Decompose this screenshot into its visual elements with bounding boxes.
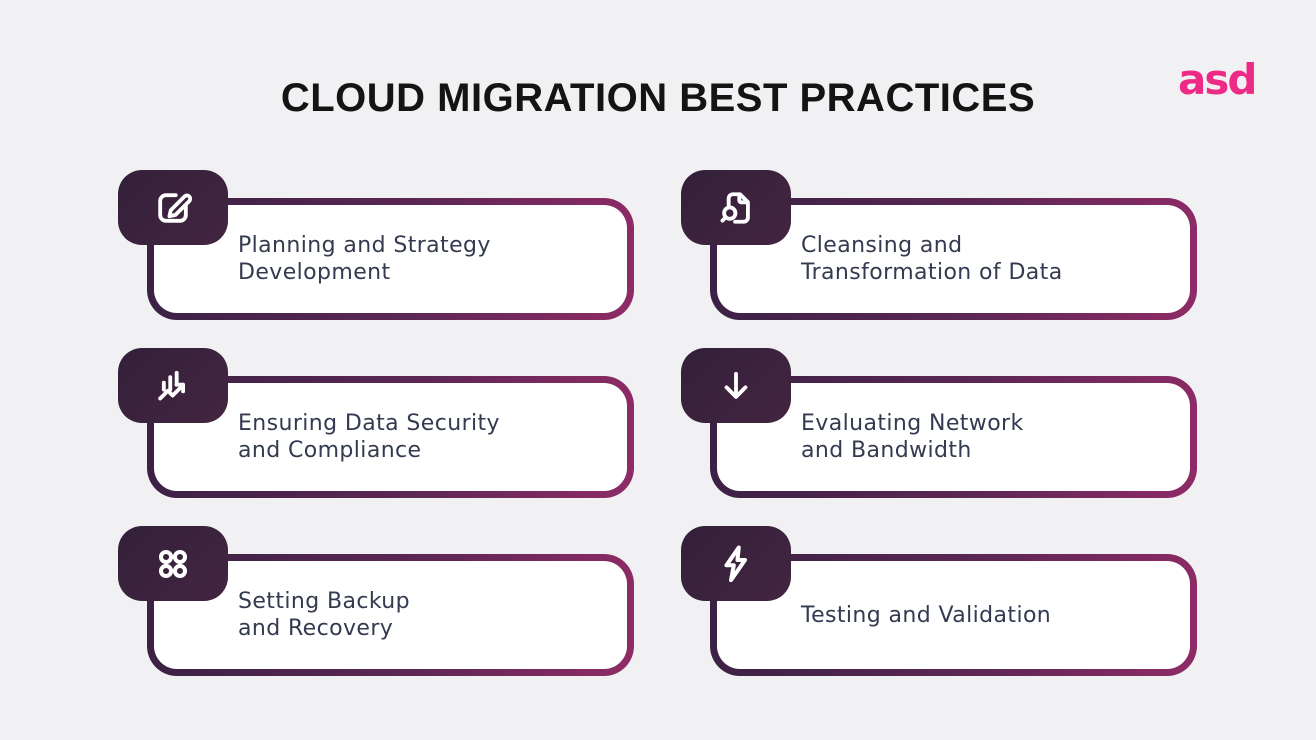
edit-icon (118, 170, 228, 245)
card-border: Planning and Strategy Development (147, 198, 634, 320)
cards-grid: Planning and Strategy Development Cleans… (118, 170, 1197, 676)
card-body: Evaluating Network and Bandwidth (717, 383, 1190, 491)
card-body: Testing and Validation (717, 561, 1190, 669)
card-backup-recovery: Setting Backup and Recovery (118, 526, 634, 676)
arrow-down-icon (681, 348, 791, 423)
card-border: Ensuring Data Security and Compliance (147, 376, 634, 498)
file-search-icon (681, 170, 791, 245)
asd-logo: asd (1178, 55, 1257, 104)
card-testing-validation: Testing and Validation (681, 526, 1197, 676)
card-body: Planning and Strategy Development (154, 205, 627, 313)
lightning-icon (681, 526, 791, 601)
card-border: Evaluating Network and Bandwidth (710, 376, 1197, 498)
card-data-security-compliance: Ensuring Data Security and Compliance (118, 348, 634, 498)
card-label: Testing and Validation (801, 602, 1052, 628)
card-border: Cleansing and Transformation of Data (710, 198, 1197, 320)
card-body: Cleansing and Transformation of Data (717, 205, 1190, 313)
card-body: Ensuring Data Security and Compliance (154, 383, 627, 491)
dots-grid-icon (118, 526, 228, 601)
card-label: Cleansing and Transformation of Data (801, 233, 1063, 285)
card-cleansing-transformation: Cleansing and Transformation of Data (681, 170, 1197, 320)
card-border: Setting Backup and Recovery (147, 554, 634, 676)
card-label: Setting Backup and Recovery (238, 589, 411, 641)
card-planning-strategy: Planning and Strategy Development (118, 170, 634, 320)
page-title: CLOUD MIGRATION BEST PRACTICES (280, 76, 1036, 120)
card-body: Setting Backup and Recovery (154, 561, 627, 669)
card-network-bandwidth: Evaluating Network and Bandwidth (681, 348, 1197, 498)
card-label: Ensuring Data Security and Compliance (238, 411, 500, 463)
card-border: Testing and Validation (710, 554, 1197, 676)
card-label: Planning and Strategy Development (238, 233, 491, 285)
chart-growth-icon (118, 348, 228, 423)
card-label: Evaluating Network and Bandwidth (801, 411, 1024, 463)
